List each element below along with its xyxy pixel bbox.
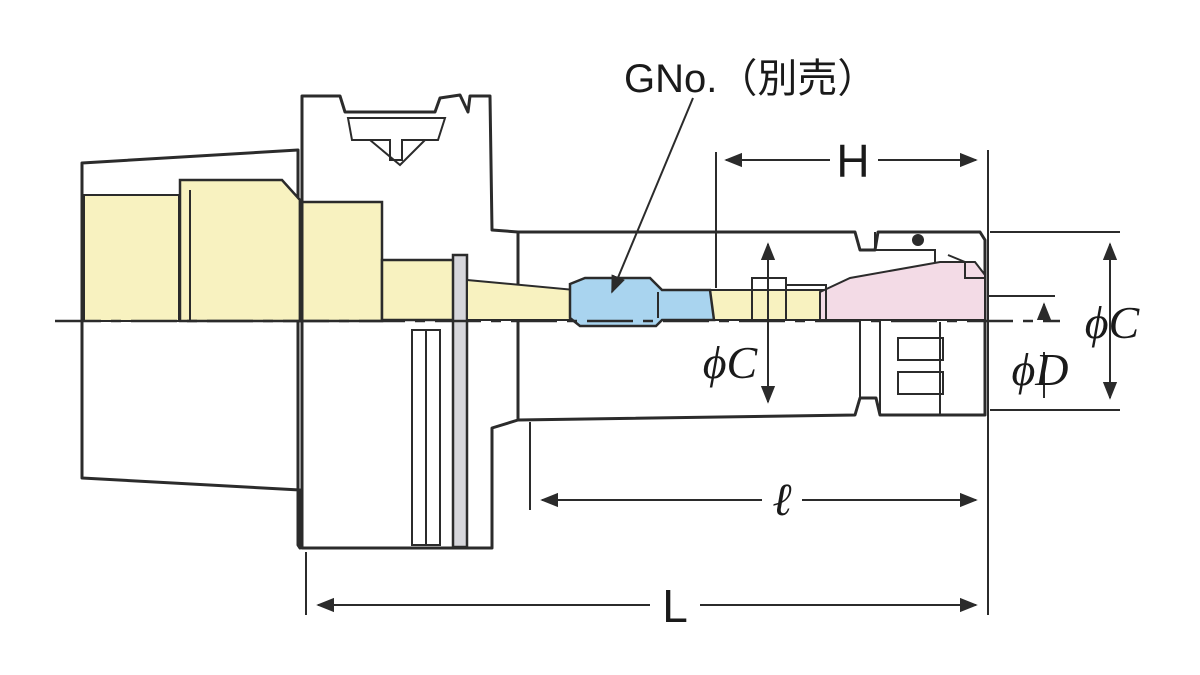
flange-yellow-channel [380, 258, 456, 322]
dimension-ell: ℓ [529, 422, 978, 525]
gno-screw [568, 276, 716, 328]
dimension-l: L [305, 552, 978, 632]
flange-ring [451, 253, 469, 549]
extension-body [466, 230, 987, 422]
taper-outline [80, 148, 302, 550]
collet-pink [819, 261, 986, 321]
label-phi-d: ϕD [1011, 344, 1068, 395]
taper-shank [80, 148, 384, 550]
label-h: H [836, 135, 869, 187]
dimension-phi-d: ϕD [988, 295, 1069, 398]
dimension-h: H [715, 135, 989, 615]
bore-yellow [466, 278, 576, 321]
dimension-phi-c-inner: ϕC [703, 242, 776, 404]
dimension-phi-c-outer: ϕC [990, 231, 1141, 411]
label-ell: ℓ [772, 474, 792, 525]
taper-yellow-band-2 [178, 178, 302, 323]
extension-outline [516, 230, 987, 422]
label-gno: GNo.（別売） [624, 57, 877, 101]
label-l: L [662, 580, 688, 632]
label-phi-c-inner: ϕC [703, 337, 759, 388]
taper-yellow-band-3 [298, 200, 384, 323]
taper-yellow-band-1 [83, 194, 180, 322]
label-phi-c-outer: ϕC [1085, 297, 1141, 348]
drive-key-slot [346, 117, 447, 161]
flange-outline [300, 93, 520, 550]
callout-gno: GNo.（別売） [611, 57, 877, 294]
